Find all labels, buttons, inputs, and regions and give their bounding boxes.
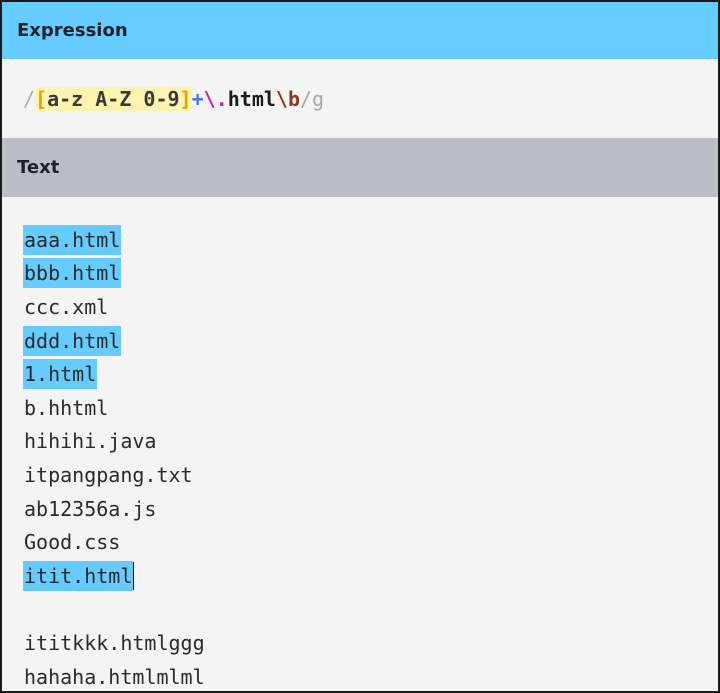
text-line-match: itit.html bbox=[23, 559, 718, 593]
regex-set-close: ] bbox=[179, 86, 192, 111]
text-line-content: ddd.html bbox=[23, 325, 122, 356]
expression-title: Expression bbox=[17, 20, 128, 41]
regex-close-delimiter: / bbox=[300, 86, 313, 111]
text-title: Text bbox=[17, 157, 60, 178]
text-line-match: 1.html bbox=[23, 357, 718, 391]
text-line: hihihi.java bbox=[23, 425, 718, 459]
text-line-match: bbb.html bbox=[23, 257, 718, 291]
text-line-content: Good.css bbox=[24, 530, 121, 555]
text-line: ccc.xml bbox=[23, 290, 718, 324]
text-line: hahaha.htmlmlml bbox=[23, 660, 718, 691]
text-line-match: aaa.html bbox=[23, 223, 718, 257]
expression-input[interactable]: /[a-z A-Z 0-9]+\.html\b/g bbox=[2, 59, 718, 138]
text-line-content: itit.html bbox=[23, 560, 134, 591]
text-line-match: ddd.html bbox=[23, 324, 718, 358]
text-line-content bbox=[23, 608, 25, 610]
regex-open-delimiter: / bbox=[23, 86, 36, 111]
text-line: ab12356a.js bbox=[23, 492, 718, 526]
regex-set-open: [ bbox=[35, 86, 48, 111]
text-line bbox=[23, 593, 718, 627]
text-line-content: bbb.html bbox=[23, 258, 122, 289]
text-line-content: hahaha.htmlmlml bbox=[24, 664, 205, 689]
text-line-content: aaa.html bbox=[23, 224, 122, 255]
text-line-content: ab12356a.js bbox=[24, 496, 157, 521]
regex-literal: html bbox=[227, 86, 276, 111]
text-line: itpangpang.txt bbox=[23, 458, 718, 492]
text-line-content: b.hhtml bbox=[24, 395, 109, 420]
regex-character-set: [a-z A-Z 0-9] bbox=[35, 86, 192, 111]
text-line-content: ccc.xml bbox=[24, 294, 109, 319]
text-cursor bbox=[133, 561, 135, 590]
regex-set-ranges: a-z A-Z 0-9 bbox=[47, 86, 180, 111]
regex-word-boundary: \b bbox=[275, 86, 300, 111]
text-line: ititkkk.htmlggg bbox=[23, 626, 718, 660]
text-line-content: ititkkk.htmlggg bbox=[24, 630, 205, 655]
regex-escaped-dot: \. bbox=[203, 86, 228, 111]
text-line: b.hhtml bbox=[23, 391, 718, 425]
text-line-content: hihihi.java bbox=[24, 429, 157, 454]
text-line-content: itpangpang.txt bbox=[24, 462, 193, 487]
text-line: Good.css bbox=[23, 525, 718, 559]
expression-header: Expression bbox=[2, 2, 718, 59]
regex-flags: g bbox=[312, 86, 325, 111]
text-line-content: 1.html bbox=[23, 359, 98, 390]
regex-quantifier: + bbox=[191, 86, 204, 111]
text-header: Text bbox=[2, 138, 718, 197]
